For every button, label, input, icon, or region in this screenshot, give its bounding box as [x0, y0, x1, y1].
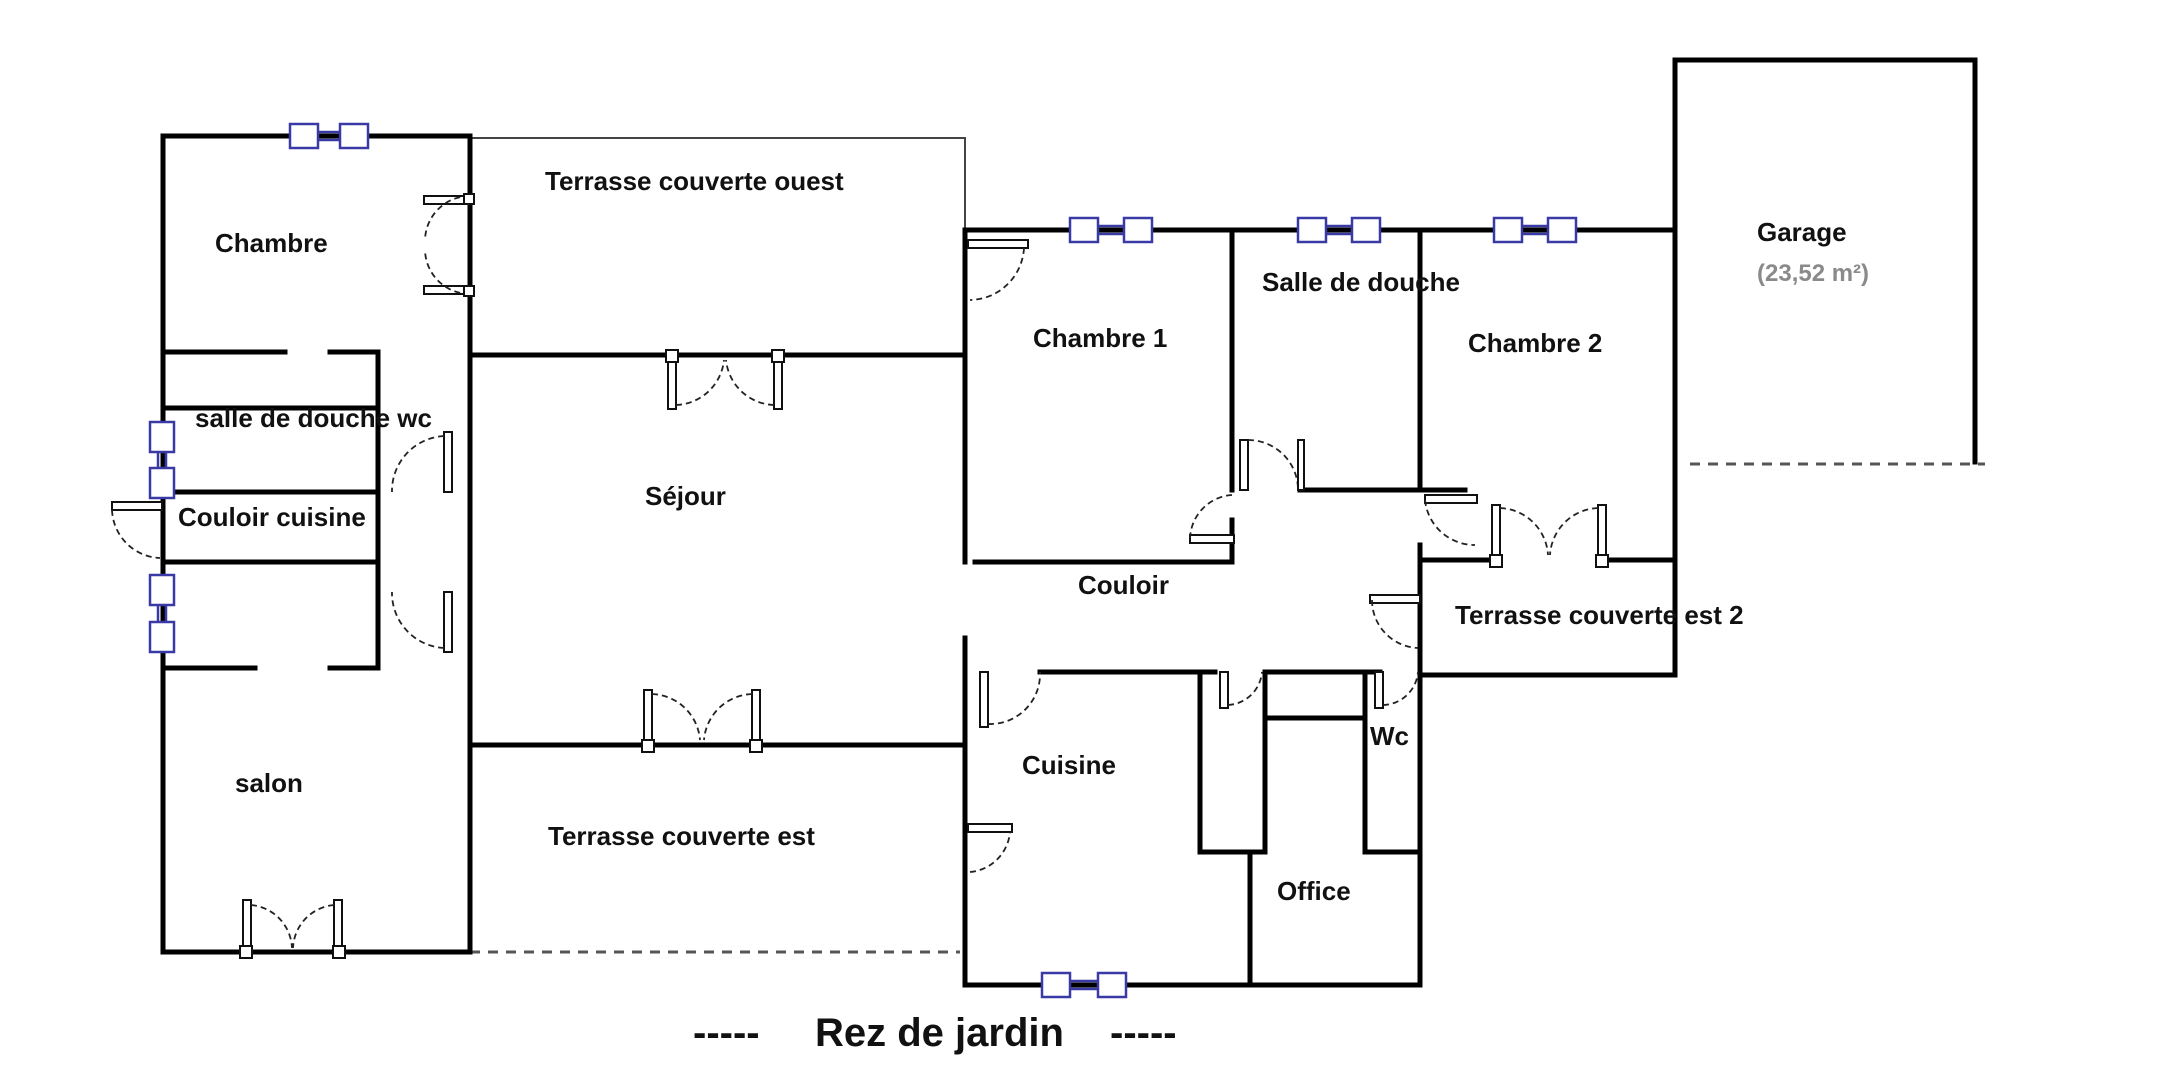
- door-icon: [391, 591, 453, 653]
- window-icon: [1296, 216, 1382, 244]
- door-icon: [1369, 594, 1421, 649]
- room-label-cuisine: Cuisine: [1022, 750, 1116, 780]
- plan-title: ----- Rez de jardin -----: [693, 1011, 1177, 1055]
- door-icon: [1374, 671, 1419, 709]
- door-icon: [1239, 439, 1305, 491]
- doors: [111, 193, 1609, 959]
- room-label-office: Office: [1277, 876, 1351, 906]
- room-labels: Chambre Terrasse couverte ouest salle de…: [178, 166, 1869, 906]
- room-label-sejour: Séjour: [645, 481, 726, 511]
- title-dashes-left: -----: [693, 1011, 760, 1055]
- room-label-wc: Wc: [1370, 721, 1409, 751]
- room-label-chambre: Chambre: [215, 228, 328, 258]
- dashed-openings: [470, 462, 1985, 954]
- room-label-chambre-2: Chambre 2: [1468, 328, 1602, 358]
- window-icon: [148, 573, 176, 654]
- title-dashes-right: -----: [1110, 1011, 1177, 1055]
- window-icon: [1068, 216, 1154, 244]
- window-icon: [148, 420, 176, 500]
- door-icon: [1424, 494, 1478, 546]
- door-icon: [1189, 494, 1235, 544]
- door-icon: [423, 193, 475, 297]
- room-label-salle-de-douche: Salle de douche: [1262, 267, 1460, 297]
- window-icon: [1040, 971, 1128, 999]
- room-label-terrasse-est: Terrasse couverte est: [548, 821, 815, 851]
- door-icon: [111, 501, 163, 559]
- door-icon: [1219, 671, 1263, 709]
- door-icon: [1489, 504, 1609, 568]
- thin-lines: [470, 137, 966, 230]
- room-label-salle-douche-wc: salle de douche wc: [195, 403, 432, 433]
- door-icon: [239, 899, 346, 959]
- door-icon: [979, 671, 1041, 728]
- walls: [160, 57, 1978, 988]
- room-label-terrasse-est-2: Terrasse couverte est 2: [1455, 600, 1744, 630]
- room-label-couloir: Couloir: [1078, 570, 1169, 600]
- window-icon: [1492, 216, 1578, 244]
- windows: [148, 122, 1578, 999]
- room-label-salon: salon: [235, 768, 303, 798]
- door-icon: [967, 239, 1029, 301]
- plan-title-text: Rez de jardin: [815, 1011, 1064, 1055]
- room-label-terrasse-ouest: Terrasse couverte ouest: [545, 166, 844, 196]
- room-label-garage: Garage: [1757, 217, 1847, 247]
- door-icon: [967, 823, 1013, 873]
- room-label-chambre-1: Chambre 1: [1033, 323, 1167, 353]
- door-icon: [665, 349, 785, 410]
- door-icon: [641, 689, 763, 753]
- garage-area: (23,52 m²): [1757, 260, 1869, 287]
- door-icon: [391, 431, 453, 493]
- room-label-couloir-cuisine: Couloir cuisine: [178, 502, 366, 532]
- window-icon: [288, 122, 370, 150]
